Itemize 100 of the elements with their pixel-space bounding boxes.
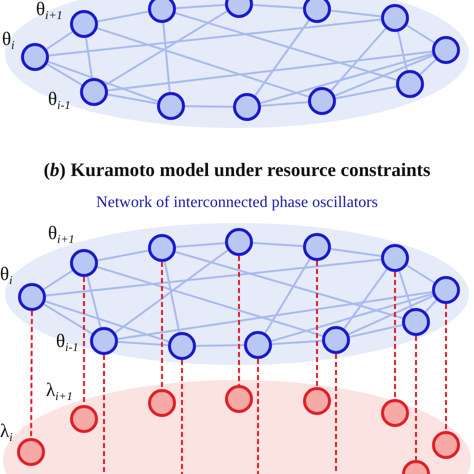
- link-line: [45, 300, 169, 343]
- network-caption: Network of interconnected phase oscillators: [96, 194, 378, 211]
- oscillator-node: [90, 327, 118, 355]
- link-line: [98, 10, 148, 22]
- variable-label: θ$_{i+1}$: [48, 224, 75, 245]
- resource-node: [148, 389, 176, 417]
- link-line: [48, 18, 382, 56]
- link-line: [334, 54, 434, 97]
- link-line: [46, 258, 382, 296]
- resource-node: [225, 385, 253, 413]
- oscillator-node: [70, 249, 98, 277]
- oscillator-node: [381, 244, 409, 272]
- dashed-link: [445, 304, 447, 431]
- oscillator-node: [21, 43, 49, 71]
- link-line: [264, 258, 311, 334]
- oscillator-node: [233, 93, 261, 121]
- link-line: [260, 101, 308, 107]
- link-line: [43, 303, 93, 335]
- link-line: [114, 249, 228, 334]
- link-line: [48, 60, 158, 102]
- link-line: [43, 270, 73, 290]
- oscillator-node: [402, 308, 430, 336]
- link-line: [118, 340, 168, 346]
- oscillator-node: [322, 326, 350, 354]
- link-line: [176, 4, 226, 10]
- link-line: [424, 300, 438, 312]
- link-line: [348, 294, 434, 336]
- variable-label: θ$_{i+1}$: [36, 0, 63, 21]
- link-line: [406, 24, 435, 44]
- link-line: [105, 10, 228, 86]
- oscillator-node: [303, 233, 331, 261]
- dashed-link: [181, 360, 183, 474]
- link-line: [184, 105, 234, 108]
- dashed-link: [316, 261, 318, 387]
- dashed-link: [161, 262, 163, 389]
- dashed-link: [103, 355, 105, 474]
- link-line: [108, 50, 432, 92]
- oscillator-node: [157, 92, 185, 120]
- dashed-link: [30, 311, 33, 438]
- variable-label: θ$_{i}$: [0, 265, 12, 286]
- oscillator-node: [148, 234, 176, 262]
- dashed-link: [415, 336, 417, 460]
- dashed-link: [394, 272, 396, 399]
- oscillator-node: [303, 0, 331, 23]
- variable-label: λ$_{i}$: [0, 422, 13, 443]
- oscillator-node: [396, 70, 424, 98]
- link-line: [176, 242, 226, 248]
- link-line: [330, 28, 386, 92]
- link-line: [330, 248, 382, 258]
- dashed-link: [83, 277, 85, 405]
- link-line: [254, 20, 310, 96]
- link-line: [97, 27, 309, 98]
- link-line: [46, 30, 73, 50]
- resource-node: [17, 438, 45, 466]
- link-line: [260, 52, 433, 104]
- link-line: [46, 63, 82, 86]
- link-line: [272, 340, 322, 346]
- link-line: [343, 268, 388, 330]
- variable-label: θ$_{i-1}$: [48, 90, 70, 111]
- oscillator-node: [381, 4, 409, 32]
- link-line: [164, 262, 180, 332]
- oscillator-node: [308, 87, 336, 115]
- link-line: [406, 264, 435, 284]
- resource-node: [70, 405, 98, 433]
- oscillator-node: [148, 0, 176, 23]
- link-line: [398, 270, 413, 310]
- link-line: [330, 10, 382, 18]
- link-line: [420, 58, 436, 76]
- variable-label: θ$_{i-1}$: [56, 332, 78, 353]
- link-line: [85, 38, 93, 78]
- resource-node: [432, 431, 460, 459]
- resource-node: [381, 399, 409, 427]
- link-line: [252, 4, 304, 10]
- oscillator-node: [432, 276, 460, 304]
- oscillator-node: [168, 332, 196, 360]
- dashed-link: [238, 256, 240, 385]
- link-line: [336, 86, 396, 100]
- oscillator-node: [244, 331, 272, 359]
- link-line: [162, 22, 171, 92]
- link-line: [196, 344, 244, 347]
- dashed-link: [257, 359, 259, 474]
- oscillator-node: [432, 36, 460, 64]
- oscillator-node: [225, 228, 253, 256]
- link-line: [175, 12, 397, 81]
- variable-label: θ$_{i}$: [2, 30, 14, 51]
- link-line: [349, 324, 403, 338]
- resource-node: [303, 387, 331, 415]
- dashed-link: [335, 354, 337, 474]
- oscillator-node: [80, 78, 108, 106]
- oscillator-node: [18, 283, 46, 311]
- variable-label: λ$_{i+1}$: [46, 381, 73, 402]
- panel-heading: (b) Kuramoto model under resource constraints: [44, 160, 430, 181]
- link-line: [252, 242, 304, 248]
- link-line: [98, 250, 148, 262]
- link-line: [271, 292, 433, 342]
- link-line: [175, 250, 403, 320]
- link-line: [118, 291, 432, 340]
- link-line: [86, 276, 102, 328]
- link-line: [108, 94, 158, 104]
- link-line: [97, 266, 323, 337]
